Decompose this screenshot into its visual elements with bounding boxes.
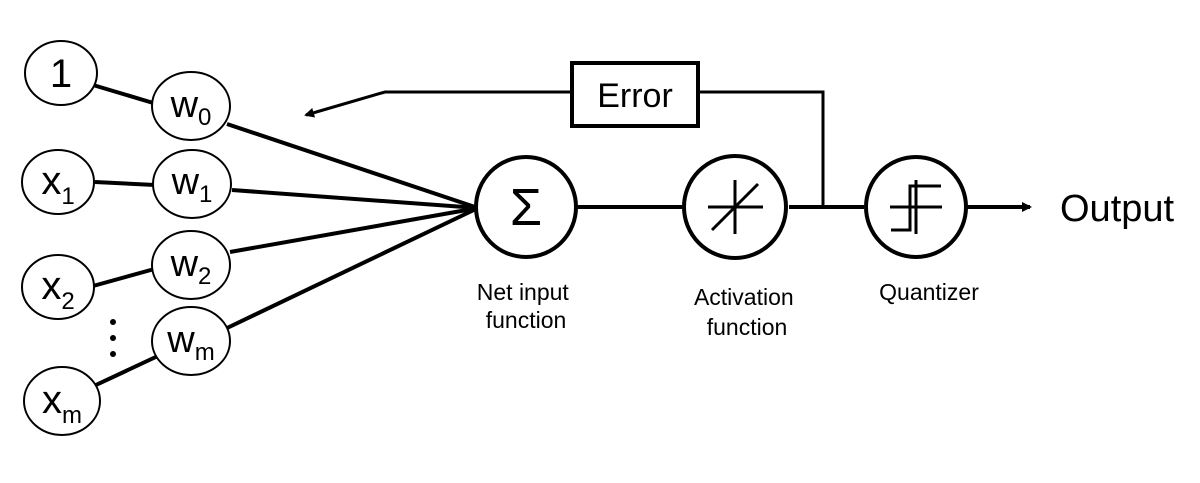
quantizer-label: Quantizer [879, 279, 979, 305]
weight-node-w1-circle [152, 149, 232, 219]
weight-node-wm-label: wm [166, 319, 214, 366]
input-node-xm-label: xm [42, 378, 82, 429]
sum-symbol: Σ [510, 179, 542, 237]
dot-icon [110, 319, 116, 325]
weight-node-w2: w2 [151, 230, 231, 300]
input-nodes: 1 x1 x2 xm [21, 40, 116, 436]
weight-node-w0-label: w0 [170, 84, 212, 131]
connection-weight-1-sum [231, 188, 479, 210]
weight-sum-connections [224, 122, 479, 331]
connection-input-2-weight-2 [92, 266, 159, 288]
activation-node [682, 154, 788, 260]
input-node-x2: x2 [21, 254, 95, 320]
input-node-xm-circle [23, 366, 101, 436]
input-node-x1-circle [21, 149, 95, 215]
error-box: Error [570, 61, 700, 128]
error-feedback-path [304, 90, 825, 207]
weight-nodes: w0 w1 w2 wm [151, 71, 232, 376]
output-label: Output [1060, 188, 1175, 230]
dot-icon [110, 335, 116, 341]
weight-node-w2-circle [151, 230, 231, 300]
input-node-xm: xm [23, 366, 101, 436]
net-input-node: Σ [474, 155, 578, 259]
weight-node-w0-circle [151, 71, 231, 141]
error-label: Error [597, 77, 673, 115]
connection-weight-m-sum [224, 206, 479, 331]
weight-node-w1-label: w1 [171, 161, 213, 208]
connection-input-1-weight-1 [94, 180, 156, 187]
weight-node-w2-label: w2 [170, 243, 212, 290]
input-node-x2-label: x2 [41, 264, 74, 315]
input-node-x2-circle [21, 254, 95, 320]
connection-input-m-weight-m [95, 353, 161, 387]
quantizer-node [864, 155, 968, 259]
error-return-line [304, 90, 572, 118]
net-input-label: Net input function [477, 279, 575, 333]
connection-weight-2-sum [229, 206, 479, 254]
weight-node-wm: wm [151, 306, 231, 376]
net-input-circle [474, 155, 578, 259]
input-node-x1-label: x1 [41, 159, 74, 210]
input-node-x1: x1 [21, 149, 95, 215]
input-ellipsis-dots [110, 319, 116, 357]
linear-activation-icon [708, 180, 763, 234]
input-weight-connections [92, 83, 161, 387]
weight-node-w1: w1 [152, 149, 232, 219]
step-function-icon [890, 180, 942, 234]
weight-node-wm-circle [151, 306, 231, 376]
input-node-bias-circle [24, 40, 98, 106]
input-node-bias-label: 1 [50, 52, 72, 96]
connection-input-0-weight-0 [92, 83, 161, 107]
error-box-rect [570, 61, 700, 128]
activation-label: Activation function [694, 284, 800, 340]
error-feedback-line [698, 90, 825, 207]
weight-node-w0: w0 [151, 71, 231, 141]
connection-weight-0-sum [226, 122, 479, 210]
dot-icon [110, 351, 116, 357]
input-node-bias: 1 [24, 40, 98, 106]
